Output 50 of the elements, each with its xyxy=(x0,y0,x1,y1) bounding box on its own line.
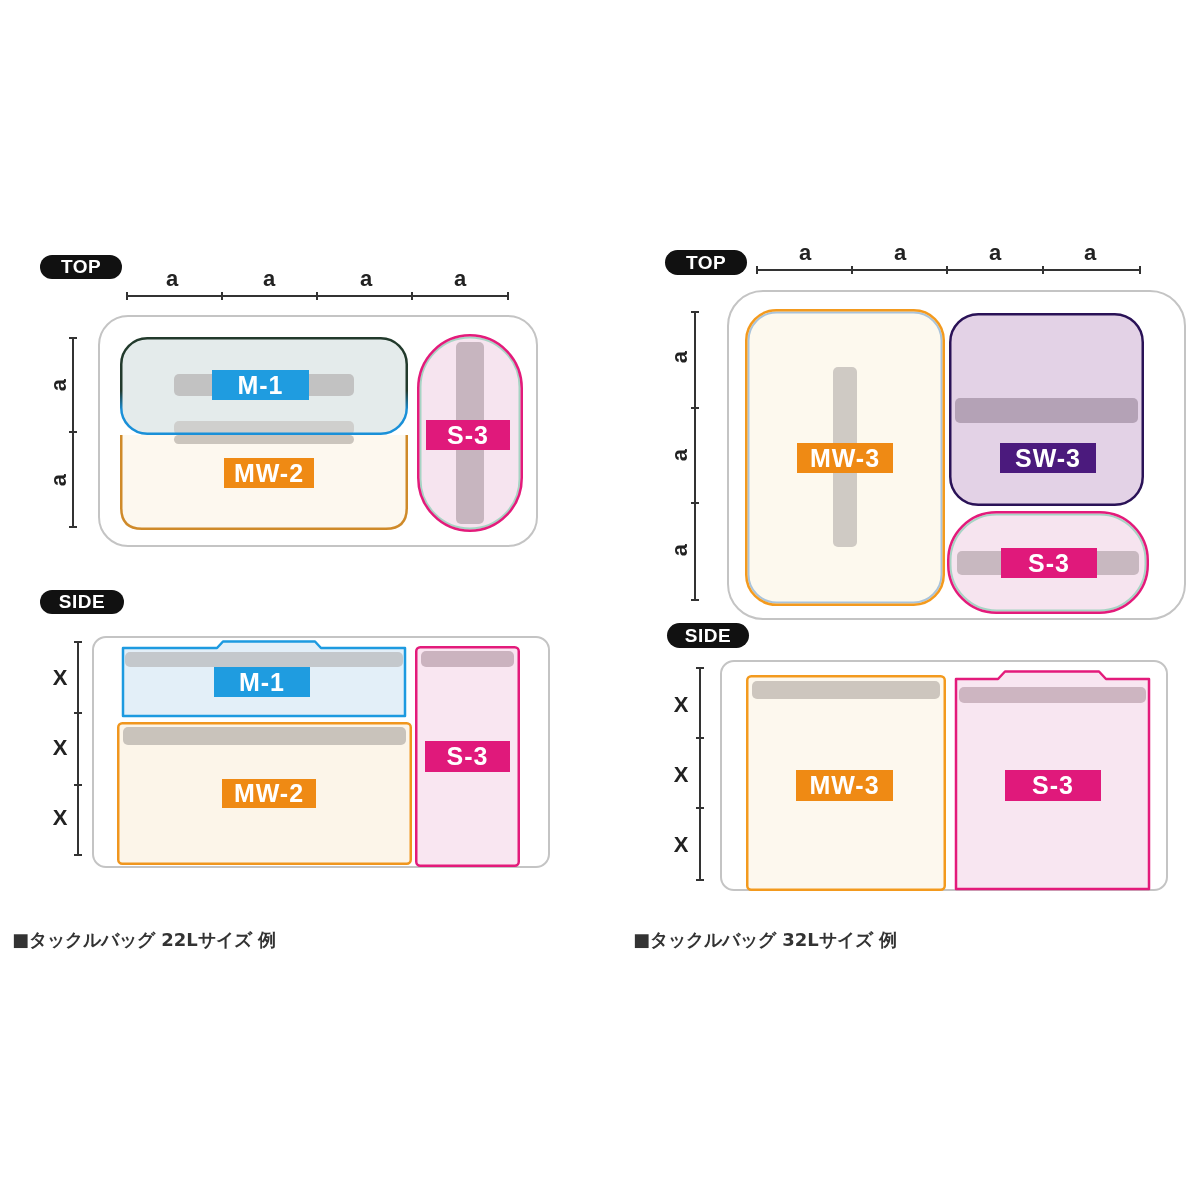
case-outline xyxy=(120,435,408,530)
case-outline xyxy=(953,670,1152,891)
dimension-label: a xyxy=(669,543,691,557)
bag-outline xyxy=(727,290,1186,620)
dimension-label: a xyxy=(669,350,691,364)
dimension-label: X xyxy=(673,834,689,856)
model-label: SW-3 xyxy=(1000,443,1096,473)
case-outline xyxy=(746,675,946,891)
bag-outline xyxy=(720,660,1168,891)
dimension-label: a xyxy=(453,268,467,290)
model-label: MW-2 xyxy=(222,779,316,808)
case-outline xyxy=(117,722,412,865)
dimension-label: a xyxy=(669,448,691,462)
view-badge: SIDE xyxy=(40,590,124,614)
dimension-label: a xyxy=(893,242,907,264)
case-outline xyxy=(949,313,1144,506)
dimension-label: X xyxy=(673,764,689,786)
case-outline xyxy=(120,337,408,435)
dimension-label: a xyxy=(165,268,179,290)
dimension-label: X xyxy=(673,694,689,716)
model-label: MW-3 xyxy=(796,770,893,801)
dimension-label: a xyxy=(48,473,70,487)
model-label: MW-2 xyxy=(224,458,314,488)
view-badge: SIDE xyxy=(667,623,749,648)
dimension-label: X xyxy=(52,667,68,689)
caption: ■タックルバッグ 32Lサイズ 例 xyxy=(633,930,898,950)
view-badge: TOP xyxy=(40,255,122,279)
case-outline xyxy=(119,640,409,718)
case-outline xyxy=(415,646,520,867)
view-badge: TOP xyxy=(665,250,747,275)
dimension-label: a xyxy=(262,268,276,290)
model-label: S-3 xyxy=(1005,770,1101,801)
model-label: M-1 xyxy=(212,370,309,400)
dimension-label: a xyxy=(988,242,1002,264)
bag-outline xyxy=(92,636,550,868)
dimension-label: a xyxy=(359,268,373,290)
model-label: MW-3 xyxy=(797,443,893,473)
bag-outline xyxy=(98,315,538,547)
model-label: S-3 xyxy=(426,420,510,450)
model-label: S-3 xyxy=(1001,548,1097,578)
model-label: S-3 xyxy=(425,741,510,772)
dimension-label: X xyxy=(52,807,68,829)
dimension-label: X xyxy=(52,737,68,759)
model-label: M-1 xyxy=(214,667,310,697)
dimension-label: a xyxy=(1083,242,1097,264)
case-outline xyxy=(745,309,945,606)
dimension-label: a xyxy=(798,242,812,264)
case-outline xyxy=(947,511,1149,614)
dimension-label: a xyxy=(48,378,70,392)
caption: ■タックルバッグ 22Lサイズ 例 xyxy=(12,930,277,950)
